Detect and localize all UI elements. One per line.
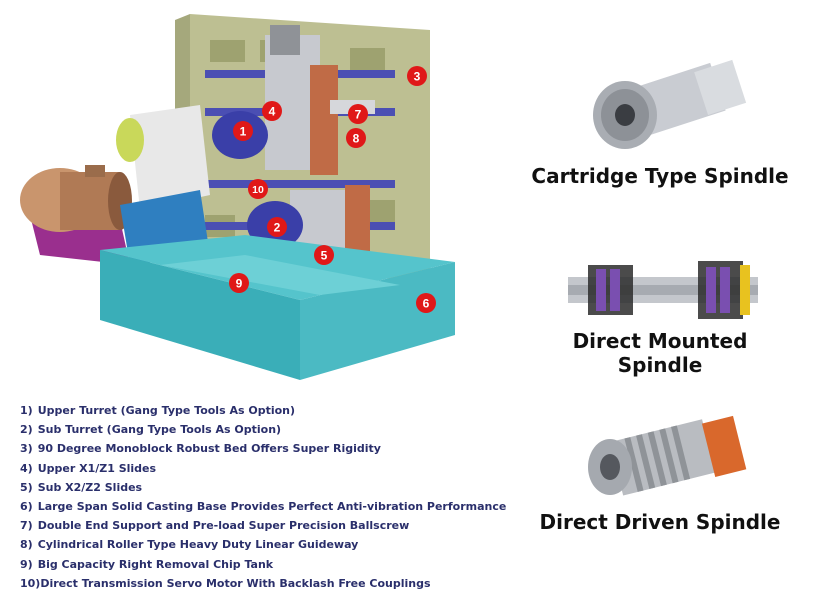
legend-text: Upper Turret (Gang Type Tools As Option) <box>37 404 296 417</box>
svg-text:8: 8 <box>353 132 360 146</box>
legend-number: 9) <box>20 557 33 571</box>
legend-item: 9) Big Capacity Right Removal Chip Tank <box>20 555 490 574</box>
cartridge-spindle-caption: Cartridge Type Spindle <box>531 164 789 188</box>
marker-4: 4 <box>262 101 282 121</box>
marker-2: 2 <box>267 217 287 237</box>
svg-text:1: 1 <box>240 125 247 139</box>
legend-item: 10)Direct Transmission Servo Motor With … <box>20 574 490 593</box>
legend-item: 6) Large Span Solid Casting Base Provides… <box>20 497 506 516</box>
marker-5: 5 <box>314 245 334 265</box>
marker-7: 7 <box>348 104 368 124</box>
svg-text:2: 2 <box>274 221 281 235</box>
svg-text:5: 5 <box>321 249 328 263</box>
base-casting <box>100 235 455 380</box>
legend-text: Sub X2/Z2 Slides <box>37 480 143 494</box>
marker-6: 6 <box>416 293 436 313</box>
legend-number: 2) <box>20 423 33 437</box>
svg-text:9: 9 <box>236 277 243 291</box>
feature-legend: 1) Upper Turret (Gang Type Tools As Optio… <box>20 401 506 593</box>
legend-number: 5) <box>20 480 33 494</box>
legend-number: 4) <box>20 461 33 475</box>
legend-number: 8) <box>20 538 33 552</box>
marker-8: 8 <box>346 128 366 148</box>
legend-item: 5) Sub X2/Z2 Slides <box>20 478 490 497</box>
legend-number: 6) <box>20 499 33 513</box>
legend-text: Double End Support and Pre-load Super Pr… <box>37 519 410 533</box>
legend-item: 3) 90 Degree Monoblock Robust Bed Offers … <box>20 439 490 458</box>
marker-1: 1 <box>233 121 253 141</box>
legend-number: 10) <box>20 576 41 590</box>
legend-item: 2) Sub Turret (Gang Type Tools As Option) <box>20 420 490 439</box>
direct-driven-spindle-photo <box>588 415 747 496</box>
drive-motor <box>20 165 132 265</box>
marker-3: 3 <box>407 66 427 86</box>
legend-text: Big Capacity Right Removal Chip Tank <box>37 557 274 571</box>
legend-number: 3) <box>20 442 33 456</box>
legend-number: 1) <box>20 404 33 417</box>
legend-text: Cylindrical Roller Type Heavy Duty Linea… <box>37 538 359 552</box>
legend-item: 8) Cylindrical Roller Type Heavy Duty Lin… <box>20 535 490 554</box>
svg-text:10: 10 <box>252 184 264 196</box>
legend-item: 4) Upper X1/Z1 Slides <box>20 459 490 478</box>
direct-mounted-spindle-caption: Direct Mounted Spindle <box>572 329 748 377</box>
svg-text:3: 3 <box>414 70 421 84</box>
marker-9: 9 <box>229 273 249 293</box>
svg-text:4: 4 <box>269 105 276 119</box>
direct-driven-spindle-caption: Direct Driven Spindle <box>539 510 781 534</box>
legend-text: 90 Degree Monoblock Robust Bed Offers Su… <box>37 442 381 456</box>
legend-item: 7) Double End Support and Pre-load Super … <box>20 516 490 535</box>
legend-text: Direct Transmission Servo Motor With Bac… <box>40 576 431 590</box>
legend-text: Sub Turret (Gang Type Tools As Option) <box>37 423 282 437</box>
legend-text: Large Span Solid Casting Base Provides P… <box>37 499 507 513</box>
marker-10: 10 <box>248 179 268 199</box>
legend-item: 1) Upper Turret (Gang Type Tools As Optio… <box>20 401 490 420</box>
svg-text:7: 7 <box>355 108 362 122</box>
legend-text: Upper X1/Z1 Slides <box>37 461 157 475</box>
lathe-machine-illustration: 1 2 3 4 5 6 7 8 9 10 <box>20 14 455 380</box>
svg-text:6: 6 <box>423 297 430 311</box>
cartridge-spindle-photo <box>593 59 747 149</box>
mounted-spindle-cutaway <box>568 261 758 319</box>
legend-number: 7) <box>20 519 33 533</box>
